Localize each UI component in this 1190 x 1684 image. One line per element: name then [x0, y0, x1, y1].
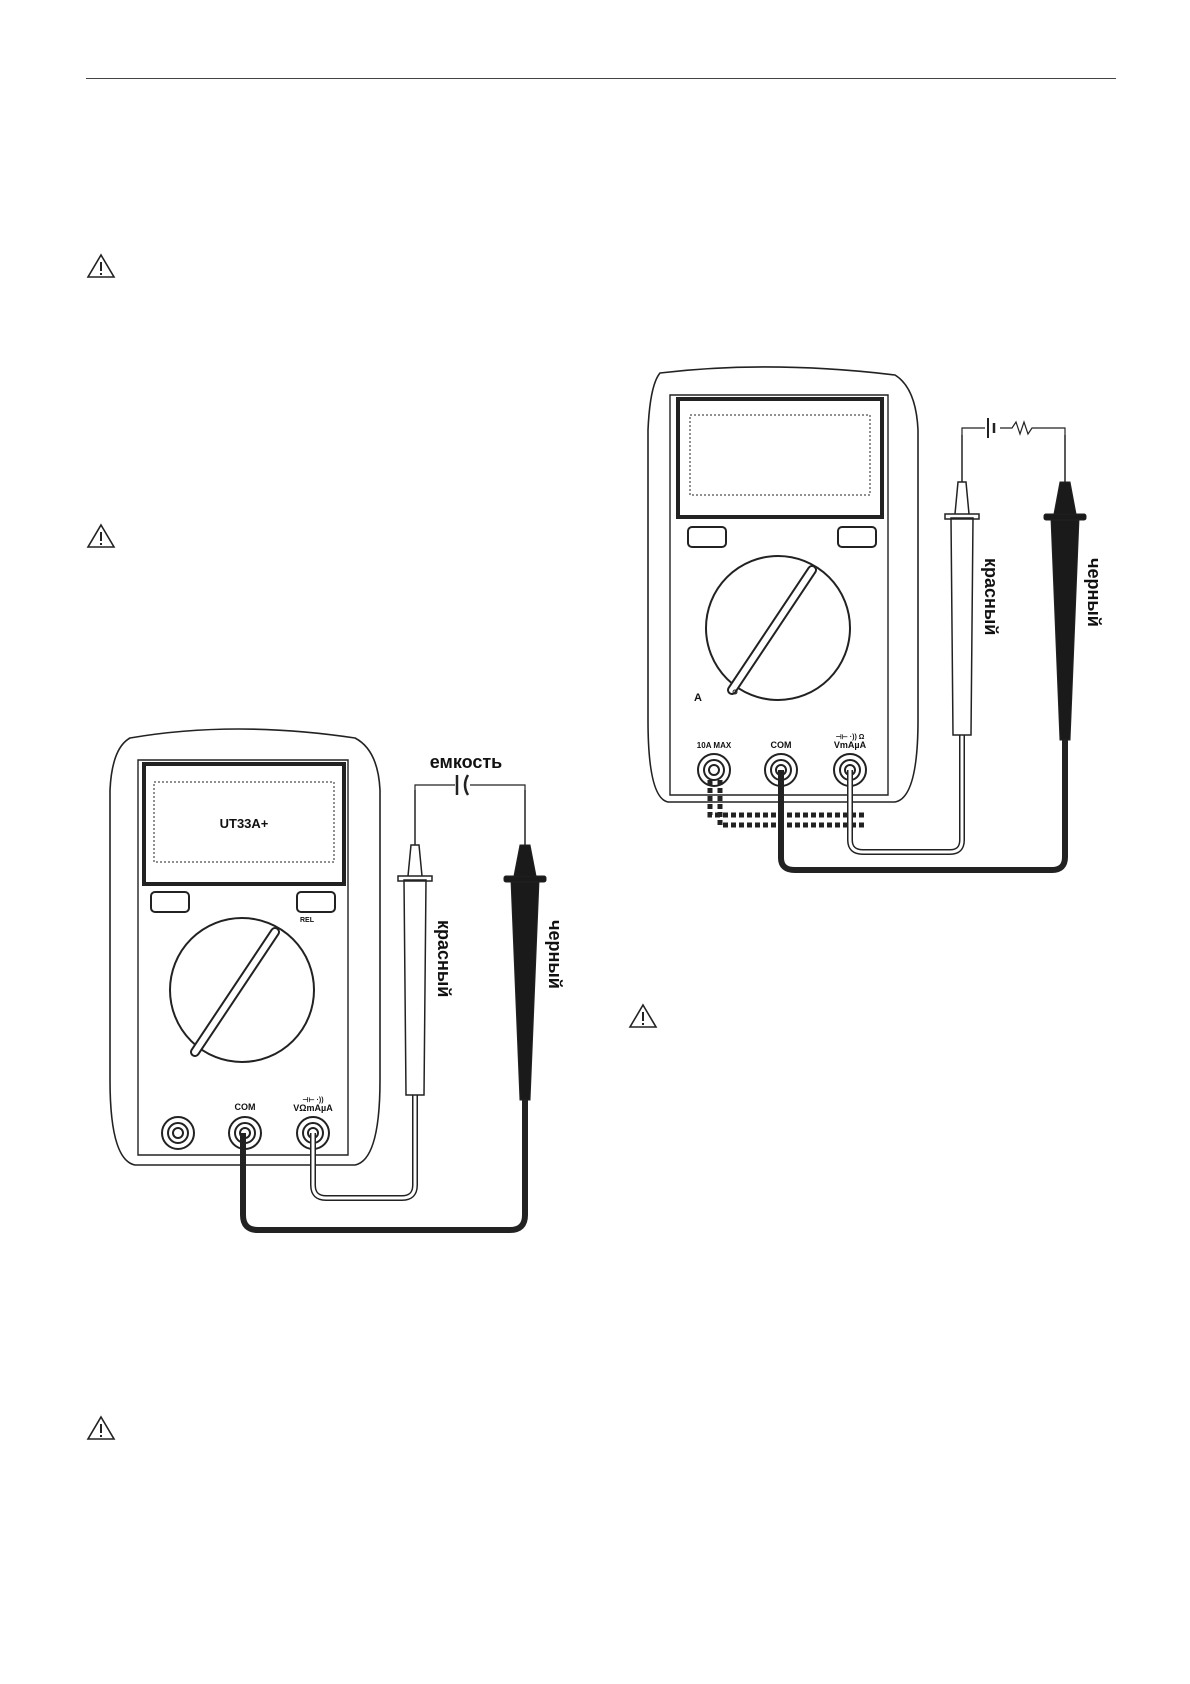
test-leads-current [707, 418, 1087, 873]
jack-com-label: COM [771, 740, 792, 750]
warning-triangle-icon [86, 1415, 116, 1440]
warning-triangle-icon [86, 253, 116, 278]
multimeter-current [647, 366, 919, 803]
rel-label: REL [300, 917, 315, 924]
jack-input-symbols: ⊣⊢ ·)) [302, 1096, 323, 1104]
jack-10a-label: 10A MAX [697, 741, 732, 750]
jack-input-label: VmAµA [834, 740, 867, 750]
test-leads-capacitance [240, 774, 547, 1233]
multimeter-capacitance [109, 728, 381, 1166]
jack-com-label: COM [235, 1102, 256, 1112]
black-lead-label: черный [1084, 558, 1104, 627]
header-rule [86, 78, 1116, 79]
capacitor-label: емкость [430, 752, 503, 772]
range-label: A [694, 692, 702, 704]
jack-input-label: VΩmAµA [293, 1103, 333, 1113]
red-lead-label: красный [434, 920, 454, 997]
display-text: UT33A+ [220, 816, 269, 831]
red-lead-label: красный [981, 558, 1001, 635]
warning-triangle-icon [628, 1003, 658, 1028]
warning-triangle-icon [86, 523, 116, 548]
jack-input-symbols: ⊣⊢ ·)) Ω [836, 733, 865, 741]
black-lead-label: черный [545, 920, 565, 989]
